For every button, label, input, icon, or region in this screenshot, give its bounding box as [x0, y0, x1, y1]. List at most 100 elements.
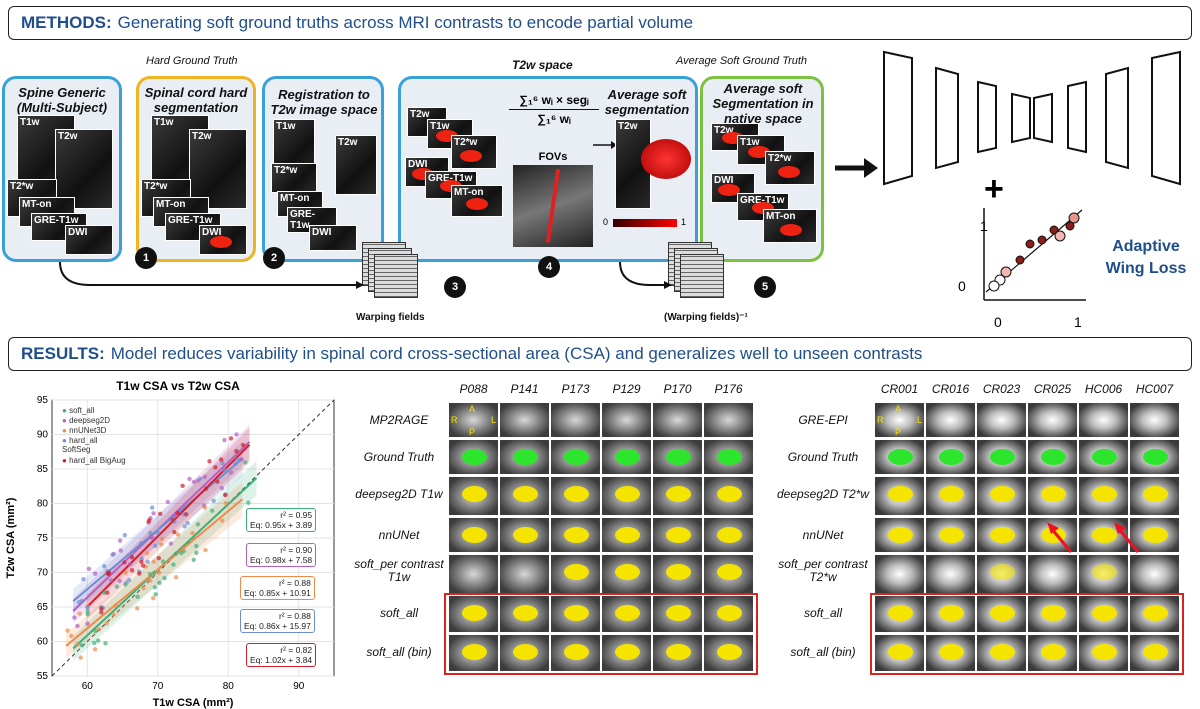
segmentation-mask: [666, 644, 691, 660]
data-point: [239, 456, 244, 462]
segmentation-mask: [564, 605, 589, 621]
mini-y0-tick: 0: [958, 278, 966, 294]
data-point: [81, 576, 86, 582]
row-label: Ground Truth: [363, 450, 435, 464]
scan-cell: [652, 517, 703, 553]
segmentation-mask: [717, 527, 742, 543]
data-point: [162, 575, 167, 581]
data-point: [228, 436, 234, 441]
segmentation-mask: [888, 644, 913, 660]
data-point: [152, 570, 157, 575]
scan-cell: [976, 554, 1027, 594]
data-point: [99, 610, 104, 615]
highlight-box: [870, 593, 1184, 675]
scan-cell: [1078, 402, 1129, 438]
orientation-label: A: [469, 404, 476, 414]
column-label: P129: [612, 382, 641, 396]
data-point: [153, 592, 158, 597]
segmentation-mask: [462, 644, 487, 660]
segmentation-mask: [1092, 527, 1117, 543]
scan-cell: [1078, 517, 1129, 553]
weighted-formula: ∑₁⁶ wᵢ × segᵢ ∑₁⁶ wᵢ: [509, 93, 599, 126]
panel-t2w-space: T2w T1w T2*w DWI GRE-T1w MT-on ∑₁⁶ wᵢ × …: [398, 76, 698, 262]
column-label: P173: [561, 382, 590, 396]
data-point: [194, 550, 199, 556]
orientation-label: A: [895, 404, 902, 414]
data-point: [159, 542, 164, 547]
inverse-warping-fields-label: (Warping fields)⁻¹: [664, 312, 748, 323]
row-label: soft_per contrast T1w: [354, 557, 444, 584]
segmentation-mask: [939, 644, 964, 660]
segmentation-mask: [513, 605, 538, 621]
scan-cell: [874, 476, 925, 516]
y-tick-label: 95: [37, 395, 49, 406]
row-label: soft_per contrast T2*w: [778, 557, 868, 584]
data-point: [152, 543, 158, 549]
mri-t2s: T2*w: [451, 135, 497, 169]
mini-x0-tick: 0: [994, 314, 1002, 330]
data-point: [108, 578, 114, 583]
data-point: [137, 571, 142, 576]
segmentation-mask: [990, 527, 1015, 543]
segmentation-mask: [990, 605, 1015, 621]
panel5-title: Average soft Segmentation in native spac…: [712, 81, 814, 126]
scan-cell: [976, 402, 1027, 438]
scan-cell: [448, 595, 499, 633]
data-point: [99, 606, 104, 611]
data-point: [147, 572, 153, 577]
scan-cell: [976, 634, 1027, 672]
segmentation-mask: [564, 486, 589, 502]
scan-cell: [925, 634, 976, 672]
column-label: HC007: [1135, 382, 1174, 396]
data-point: [183, 512, 189, 517]
legend-item: ● nnUNet3D: [62, 426, 107, 435]
scan-cell: [1078, 554, 1129, 594]
segmentation-mask: [564, 644, 589, 660]
scan-cell: [1027, 402, 1078, 438]
mini-x1-tick: 1: [1074, 314, 1082, 330]
mri-dwi: DWI: [309, 225, 357, 251]
data-point: [211, 498, 216, 503]
y-tick-label: 90: [37, 430, 49, 441]
data-point: [75, 642, 80, 647]
data-point: [222, 467, 227, 473]
data-point: [197, 476, 203, 481]
confidence-band: [87, 427, 250, 620]
panel3-title: Registration to T2w image space: [270, 87, 378, 117]
data-point: [102, 564, 107, 569]
data-point: [182, 524, 187, 529]
methods-banner: METHODS: Generating soft ground truths a…: [8, 6, 1192, 40]
data-point: [118, 548, 123, 553]
scan-cell: [652, 439, 703, 475]
data-point: [215, 479, 220, 484]
data-point: [79, 642, 85, 648]
data-point: [135, 594, 140, 600]
data-point: [190, 530, 195, 536]
row-label: GRE-EPI: [798, 413, 848, 427]
legend-item: ● hard_all SoftSeg: [62, 436, 98, 454]
segmentation-mask: [939, 527, 964, 543]
data-point: [148, 531, 153, 536]
data-point: [172, 529, 177, 535]
scan-cell: [925, 595, 976, 633]
panel2-title: Spinal cord hard segmentation: [144, 85, 248, 115]
scan-cell: [499, 476, 550, 516]
scan-cell: [601, 554, 652, 594]
data-point: [117, 578, 122, 584]
x-tick-label: 70: [152, 681, 164, 692]
row-label: deepseg2D T2*w: [776, 487, 870, 501]
scan-cell: [1129, 402, 1180, 438]
scan-cell: [1129, 554, 1180, 594]
methods-text: Generating soft ground truths across MRI…: [117, 13, 694, 32]
scan-cell: [550, 439, 601, 475]
data-point: [156, 570, 162, 576]
mini-loss-plot: [983, 208, 1086, 301]
y-tick-label: 85: [37, 464, 49, 475]
data-point: [220, 518, 225, 523]
scan-cell: [550, 517, 601, 553]
data-point: [151, 559, 157, 564]
mri-dwi: DWI: [711, 173, 755, 203]
scan-cell: [601, 517, 652, 553]
scan-cell: [499, 439, 550, 475]
data-point: [141, 586, 146, 591]
